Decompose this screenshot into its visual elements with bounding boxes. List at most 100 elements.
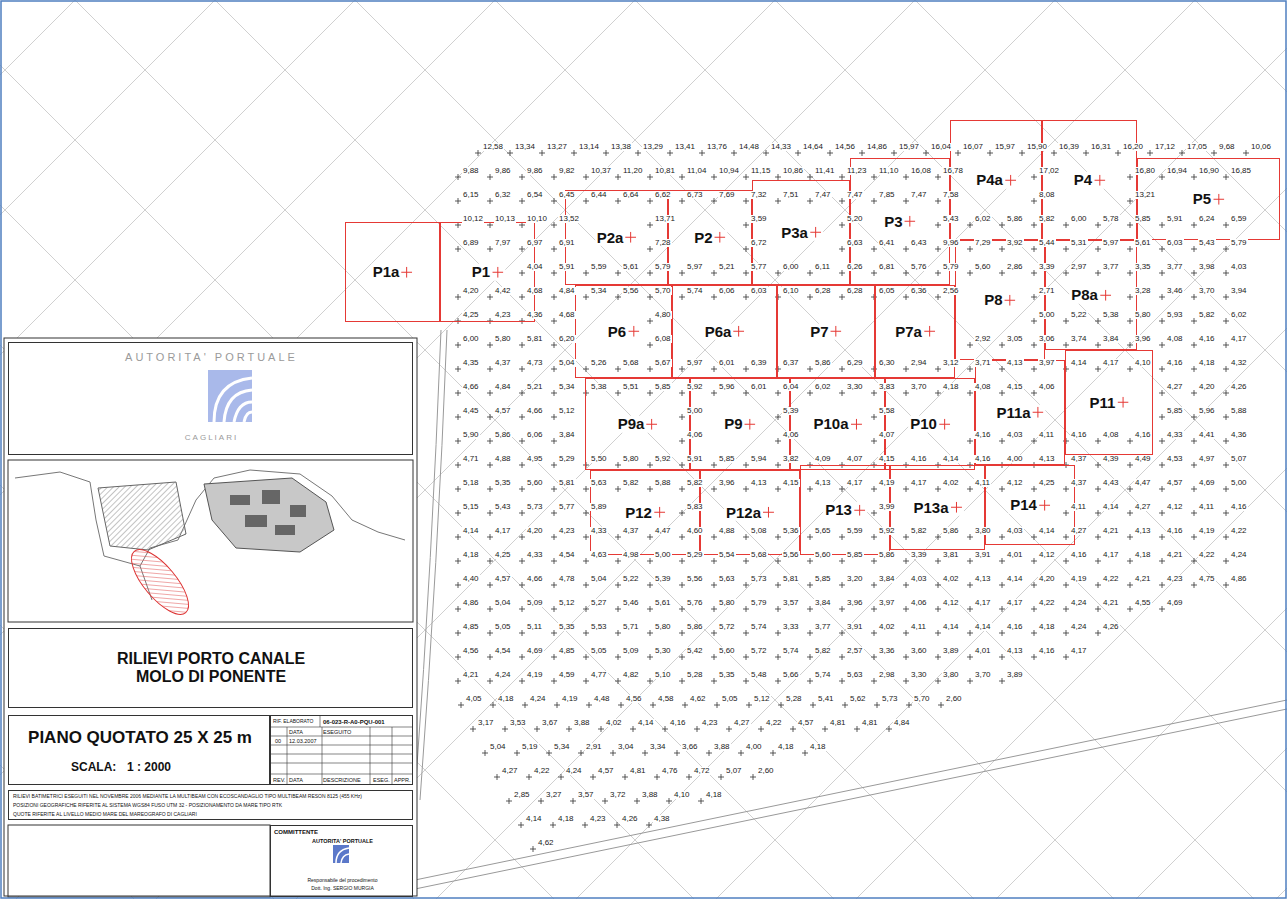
sounding-depth: 3,34 [649,743,667,751]
sounding-depth: 5,79 [654,263,672,271]
sounding-depth: 4,56 [625,695,643,703]
sounding-depth: 4,14 [1038,527,1056,535]
sounding-depth: 4,17 [1230,335,1248,343]
survey-sector: P13a [890,465,985,550]
sounding-depth: 6,20 [558,335,576,343]
sounding-depth: 4,22 [533,767,551,775]
sounding-depth: 5,85 [654,383,672,391]
grid-line [576,0,1287,899]
survey-sector: P8 [955,240,1045,360]
sounding-depth: 5,63 [718,575,736,583]
sounding-depth: 4,16 [1070,431,1088,439]
sector-centre-mark [492,267,503,278]
title-block [4,338,417,896]
sounding-depth: 4,57 [1166,479,1184,487]
sounding-depth: 5,39 [654,575,672,583]
sounding-depth: 13,29 [642,143,664,151]
sounding-depth: 4,03 [1006,527,1024,535]
sounding-depth: 4,66 [526,407,544,415]
sounding-depth: 5,86 [814,359,832,367]
sounding-depth: 5,85 [814,575,832,583]
sounding-depth: 4,07 [878,431,896,439]
sector-name: P8a [1071,287,1098,304]
sounding-depth: 16,31 [1090,143,1112,151]
sounding-depth: 13,71 [654,215,676,223]
sector-label: P9a [616,416,660,433]
sounding-depth: 5,04 [489,743,507,751]
sounding-depth: 5,00 [1230,479,1248,487]
sector-name: P10a [813,416,848,433]
sounding-depth: 4,86 [1230,575,1248,583]
sector-name: P11 [1090,394,1116,411]
sounding-depth: 7,47 [846,191,864,199]
sounding-depth: 4,13 [1006,647,1024,655]
sounding-depth: 4,37 [622,527,640,535]
sounding-depth: 5,44 [1038,239,1056,247]
sounding-depth: 4,23 [1166,575,1184,583]
sounding-depth: 5,83 [686,503,704,511]
sounding-depth: 2,91 [585,743,603,751]
grid-line [355,0,1254,899]
sector-centre-mark [646,419,657,430]
sounding-depth: 4,19 [878,479,896,487]
sounding-depth: 5,07 [725,767,743,775]
sounding-depth: 7,28 [654,239,672,247]
sector-centre-mark [1005,175,1016,186]
sounding-depth: 4,68 [526,287,544,295]
sounding-depth: 4,55 [1134,599,1152,607]
grid-line [296,0,1195,899]
sector-centre-mark [939,419,950,430]
sounding-depth: 6,41 [878,239,896,247]
sounding-depth: 5,61 [654,599,672,607]
sounding-depth: 4,04 [526,263,544,271]
sounding-depth: 15,90 [1026,143,1048,151]
title-panel: RILIEVI PORTO CANALE MOLO DI PONENTE [8,628,413,708]
sector-label: P8a [1069,287,1113,304]
sounding-depth: 4,06 [686,431,704,439]
sounding-depth: 6,36 [910,287,928,295]
sounding-depth: 4,20 [1038,575,1056,583]
sounding-depth: 3,96 [718,479,736,487]
title-block-text: DATA [289,729,303,735]
sector-label: P14 [1008,497,1052,514]
sounding-depth: 6,01 [718,359,736,367]
sounding-depth: 3,06 [1038,335,1056,343]
sounding-depth: 5,34 [558,383,576,391]
sounding-depth: 5,00 [654,551,672,559]
sector-name: P6 [608,323,626,340]
sounding-depth: 4,11 [910,623,927,631]
sounding-depth: 5,74 [814,671,832,679]
sector-centre-mark [1213,194,1224,205]
sector-label: P3a [779,224,823,241]
sector-name: P3a [781,224,808,241]
sounding-depth: 3,99 [878,503,896,511]
sector-centre-mark [1033,407,1044,418]
title-block-text: PIANO QUOTATO 25 X 25 m [9,728,271,748]
sounding-depth: 5,82 [910,527,928,535]
sounding-depth: 4,27 [1070,527,1088,535]
sounding-depth: 9,82 [558,167,576,175]
sounding-depth: 4,18 [809,743,827,751]
sounding-depth: 4,21 [462,671,480,679]
sounding-depth: 16,90 [1198,167,1220,175]
sounding-depth: 5,00 [686,407,704,415]
sounding-depth: 2,97 [1070,263,1088,271]
sounding-depth: 4,98 [622,551,640,559]
sounding-depth: 2,92 [974,335,992,343]
sounding-depth: 4,18 [462,551,480,559]
sounding-depth: 4,76 [661,767,679,775]
sounding-depth: 4,07 [846,455,864,463]
sounding-depth: 16,94 [1166,167,1188,175]
title-block-text: RILIEVI PORTO CANALE MOLO DI PONENTE [101,650,321,687]
sounding-depth: 4,23 [589,815,607,823]
sector-name: P13a [913,499,948,516]
sounding-depth: 4,84 [494,383,512,391]
sounding-depth: 4,10 [673,791,691,799]
sounding-depth: 4,75 [1198,575,1216,583]
sector-centre-mark [951,502,962,513]
sounding-depth: 3,97 [1038,359,1056,367]
sector-name: P6a [705,323,732,340]
sounding-depth: 4,84 [893,719,911,727]
sounding-depth: 4,12 [1038,551,1056,559]
sounding-depth: 5,82 [1198,311,1216,319]
